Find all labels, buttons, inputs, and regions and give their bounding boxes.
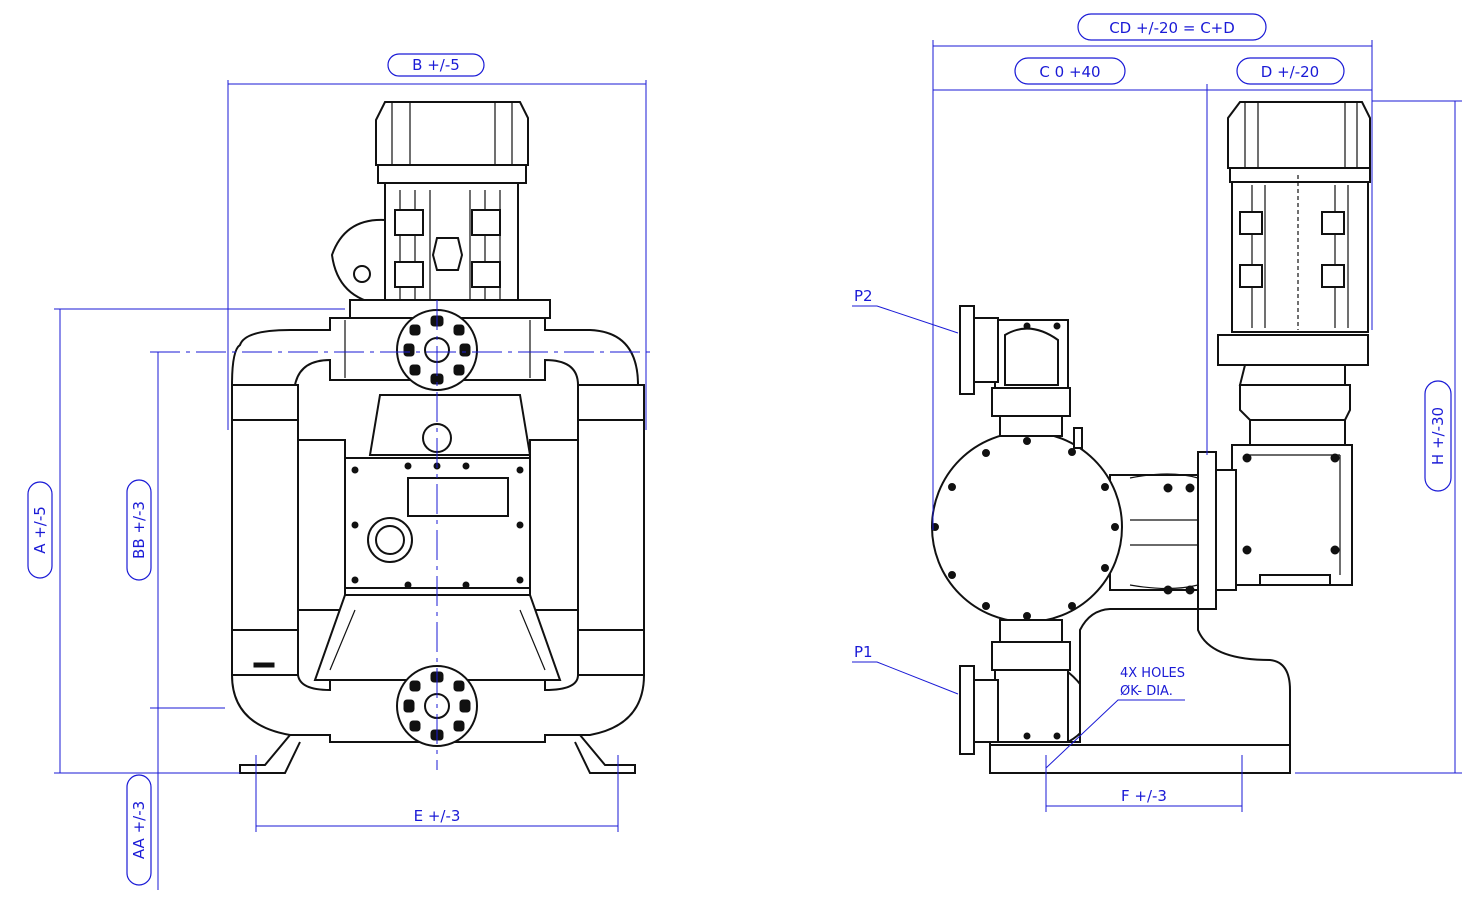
b-label-frame bbox=[387, 53, 485, 77]
p1-leader bbox=[852, 661, 959, 695]
front-motor bbox=[330, 101, 551, 319]
h-label-frame bbox=[1424, 380, 1452, 492]
d-label: D +/-20 bbox=[1261, 63, 1319, 81]
bb-label-frame bbox=[126, 479, 152, 581]
front-view bbox=[230, 101, 646, 774]
side-base bbox=[989, 608, 1291, 774]
e-label: E +/-3 bbox=[414, 807, 461, 825]
bb-label: BB +/-3 bbox=[130, 501, 148, 559]
side-dimensions: CD +/-20 = C+D C 0 +40 D +/-20 H +/-30 F… bbox=[852, 13, 1462, 812]
c-label: C 0 +40 bbox=[1039, 63, 1100, 81]
aa-label: AA +/-3 bbox=[130, 801, 148, 859]
side-upper-discharge bbox=[959, 305, 1083, 449]
holes-label-line1: 4X HOLES bbox=[1120, 666, 1185, 681]
holes-label-line2: ØK- DIA. bbox=[1120, 684, 1173, 699]
side-coupling bbox=[1109, 451, 1237, 610]
front-lower-manifold bbox=[230, 665, 646, 774]
p2-leader bbox=[852, 305, 959, 334]
h-label: H +/-30 bbox=[1429, 407, 1447, 465]
a-label: A +/-5 bbox=[31, 506, 49, 554]
front-dimensions: B +/-5 A +/-5 BB +/-3 AA +/-3 E +/-3 bbox=[27, 53, 650, 890]
a-label-frame bbox=[27, 481, 53, 579]
side-motor bbox=[1217, 101, 1371, 586]
f-label: F +/-3 bbox=[1121, 787, 1167, 805]
cd-label: CD +/-20 = C+D bbox=[1109, 19, 1235, 37]
side-pump-head bbox=[931, 431, 1123, 623]
p2-label: P2 bbox=[854, 287, 873, 305]
cd-label-frame bbox=[1077, 13, 1267, 41]
d-label-frame bbox=[1236, 57, 1345, 85]
aa-label-frame bbox=[126, 774, 152, 886]
front-upper-manifold bbox=[230, 309, 640, 391]
b-label: B +/-5 bbox=[412, 56, 460, 74]
front-side-columns bbox=[231, 384, 645, 676]
side-view bbox=[931, 101, 1371, 774]
side-lower-suction bbox=[959, 619, 1092, 755]
holes-leader bbox=[1045, 699, 1185, 769]
c-label-frame bbox=[1014, 57, 1126, 85]
front-central-body bbox=[297, 394, 579, 681]
p1-label: P1 bbox=[854, 643, 873, 661]
